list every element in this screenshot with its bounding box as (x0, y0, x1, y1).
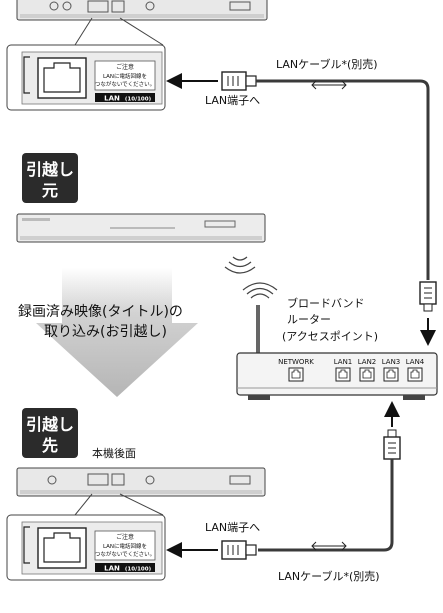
lan-connector-router-top (419, 281, 437, 312)
router-port-lan2-label: LAN2 (358, 358, 377, 366)
destination-device-rear (16, 467, 266, 497)
router: NETWORK LAN1 LAN2 LAN3 LAN4 (236, 305, 438, 400)
router-label-2: ルーター (287, 313, 331, 326)
panel-text-2: つながないでください。 (95, 80, 155, 88)
lan-connector-top (221, 71, 257, 91)
wireless-icon-source (224, 256, 256, 274)
panel-lan-label: LAN (104, 565, 120, 573)
router-port-lan4-label: LAN4 (406, 358, 425, 366)
panel-notice: ご注意 (116, 63, 134, 71)
lan-connector-bottom (221, 540, 257, 560)
cable-label-top: LANケーブル*(別売) (276, 57, 378, 71)
cable-label-bottom: LANケーブル*(別売) (278, 569, 380, 583)
router-port-network-label: NETWORK (278, 358, 314, 366)
bottom-lan-panel: ご注意 LANに電話回線を つながないでください。 LAN (10/100) (6, 514, 166, 581)
svg-text:引越し: 引越し (26, 415, 74, 434)
panel-notice: ご注意 (116, 533, 134, 541)
destination-badge: 引越し 先 (22, 408, 78, 458)
svg-text:先: 先 (42, 436, 58, 455)
port-label-bottom: LAN端子へ (205, 521, 260, 534)
wireless-icon-router (242, 282, 278, 299)
panel-lan-speed: (10/100) (125, 567, 152, 573)
rear-label: 本機後面 (92, 446, 136, 460)
lan-cable-top (256, 79, 430, 280)
svg-text:元: 元 (42, 181, 58, 200)
process-line-1: 録画済み映像(タイトル)の (18, 304, 183, 320)
cable-length-marker-bottom (311, 541, 347, 551)
router-port-lan3-label: LAN3 (382, 358, 401, 366)
lan-port-icon (37, 527, 87, 569)
panel-lan-label: LAN (104, 95, 120, 103)
router-label-1: ブロードバンド (287, 296, 365, 310)
migration-arrow (36, 268, 198, 397)
lan-connector-router-bottom (383, 429, 401, 460)
router-port-lan1-label: LAN1 (334, 358, 353, 366)
port-label-top: LAN端子へ (205, 94, 260, 107)
source-badge: 引越し 元 (22, 153, 78, 203)
router-label-3: (アクセスポイント) (282, 330, 378, 343)
panel-lan-speed: (10/100) (125, 97, 152, 103)
panel-text-1: LANに電話回線を (103, 542, 147, 550)
panel-text-2: つながないでください。 (95, 550, 155, 558)
lan-cable-bottom (258, 459, 394, 552)
source-device-front (16, 213, 266, 243)
process-line-2: 取り込み(お引越し) (44, 324, 167, 340)
panel-text-1: LANに電話回線を (103, 72, 147, 80)
cable-length-marker-top (311, 80, 347, 90)
top-lan-panel: ご注意 LANに電話回線を つながないでください。 LAN (10/100) (6, 44, 166, 111)
top-device-rear (16, 0, 268, 21)
lan-port-icon (37, 57, 87, 99)
svg-text:引越し: 引越し (26, 160, 74, 179)
